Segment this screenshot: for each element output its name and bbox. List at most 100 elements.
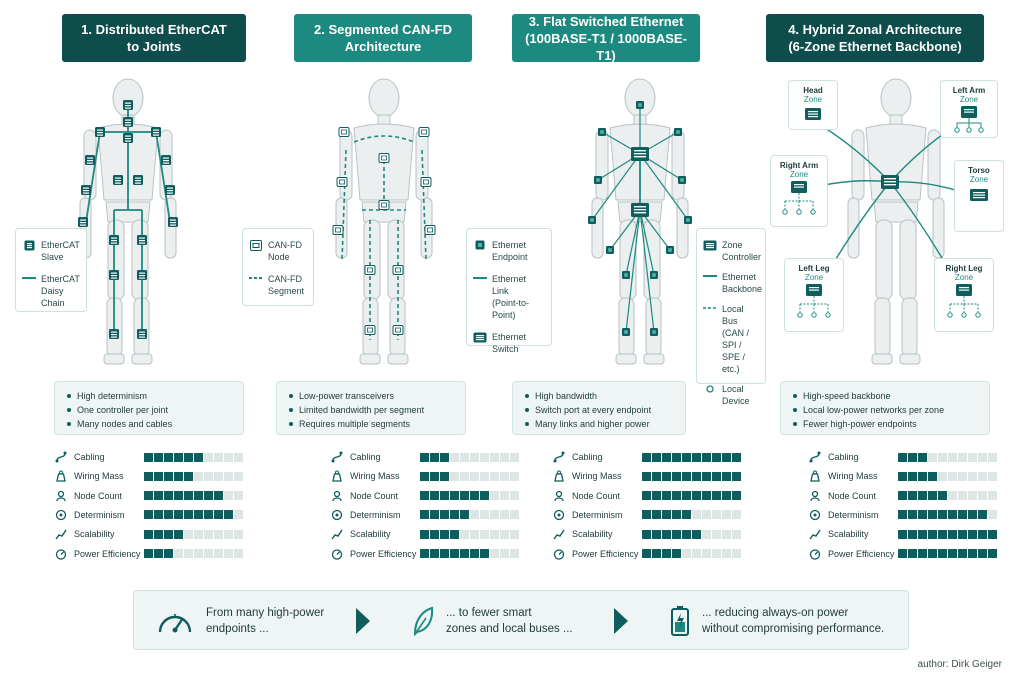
list-item: Fewer high-power endpoints xyxy=(791,417,979,431)
metric-bar-segment xyxy=(682,549,691,558)
metric-bar-segment xyxy=(928,452,937,462)
metric-bar-segment xyxy=(234,452,243,462)
metric-bar-segment xyxy=(440,452,449,462)
metric-bar-segment xyxy=(460,452,469,462)
metric-bar-segment xyxy=(938,529,947,539)
metric-bar-segment xyxy=(672,549,681,558)
metric-label: Node Count xyxy=(74,490,123,501)
metric-bar-segment xyxy=(712,471,721,481)
determinism-icon xyxy=(54,508,68,522)
metric-bar-segment xyxy=(214,452,223,462)
metric-bar-segment xyxy=(898,510,907,520)
metric-bar xyxy=(144,452,243,462)
metric-bar xyxy=(642,471,741,481)
column-zonal: 4. Hybrid Zonal Architecture (6-Zone Eth… xyxy=(696,0,1024,590)
metric-bar-segment xyxy=(692,510,701,520)
metric-bar-segment xyxy=(928,510,937,520)
metric-bar-segment xyxy=(968,510,977,520)
metric-row: Scalability xyxy=(330,527,519,541)
metric-bar-segment xyxy=(224,510,233,520)
cable-icon xyxy=(808,450,822,464)
metric-bar-segment xyxy=(662,491,671,501)
metric-bar-segment xyxy=(450,471,459,481)
metric-bar-segment xyxy=(204,452,213,462)
metric-bar-segment xyxy=(440,510,449,520)
metric-bar-segment xyxy=(144,510,153,520)
metric-bar-segment xyxy=(184,452,193,462)
battery-icon xyxy=(671,606,689,636)
metric-bar-segment xyxy=(154,549,163,558)
metric-label: Power Efficiency xyxy=(74,548,141,559)
metric-bar-segment xyxy=(692,549,701,558)
metric-bar-segment xyxy=(450,452,459,462)
metric-bar-segment xyxy=(224,491,233,501)
metric-bar-segment xyxy=(204,510,213,520)
metric-bar-segment xyxy=(214,529,223,539)
metric-bar-segment xyxy=(722,549,731,558)
metric-bar-segment xyxy=(204,549,213,558)
leaf-icon xyxy=(413,606,434,636)
metric-bar-segment xyxy=(682,529,691,539)
metric-bar-segment xyxy=(164,529,173,539)
metric-bar-segment xyxy=(194,510,203,520)
weight-icon xyxy=(808,469,822,483)
metric-bar-segment xyxy=(928,529,937,539)
metric-label: Cabling xyxy=(350,452,381,462)
metric-bar-segment xyxy=(682,471,691,481)
power-icon xyxy=(330,547,344,561)
metric-bar-segment xyxy=(988,452,997,462)
metric-bar-segment xyxy=(420,491,429,501)
metric-bar-segment xyxy=(682,510,691,520)
metric-bar-segment xyxy=(490,549,499,558)
metric-bar-segment xyxy=(450,529,459,539)
robot-figure-zonal xyxy=(797,78,979,365)
metric-bar-segment xyxy=(500,471,509,481)
weight-icon xyxy=(54,469,68,483)
metric-bar xyxy=(420,471,519,481)
legend: Zone Controller Ethernet Backbone Local … xyxy=(696,228,766,406)
metric-bar-segment xyxy=(500,510,509,520)
metric-bar-segment xyxy=(722,471,731,481)
metric-label: Scalability xyxy=(828,529,869,540)
metric-bar-segment xyxy=(918,491,927,501)
metric-bar-segment xyxy=(692,529,701,539)
legend: Ethernet Endpoint Ethernet Link (Point-t… xyxy=(466,228,552,354)
arrow-right-icon xyxy=(356,608,370,634)
metric-bar-segment xyxy=(938,491,947,501)
zone-controller-icon xyxy=(703,239,717,251)
metric-bar-segment xyxy=(712,549,721,558)
metric-bar-segment xyxy=(672,452,681,462)
metric-bar-segment xyxy=(908,529,917,539)
metric-bar-segment xyxy=(144,491,153,501)
cable-icon xyxy=(552,450,566,464)
feature-list: High determinism One controller per join… xyxy=(54,381,244,435)
metric-bar-segment xyxy=(908,491,917,501)
metric-bar xyxy=(144,549,243,558)
metric-bar-segment xyxy=(234,471,243,481)
metric-bar-segment xyxy=(978,529,987,539)
robot-figure-ethercat xyxy=(78,78,178,365)
metric-bar-segment xyxy=(968,529,977,539)
metric-bar-segment xyxy=(440,491,449,501)
metric-bar-segment xyxy=(174,549,183,558)
column-ethercat: 1. Distributed EtherCAT to Joints EtherC… xyxy=(0,0,256,590)
metric-bar-segment xyxy=(978,452,987,462)
metric-bar-segment xyxy=(968,549,977,558)
metric-bar-segment xyxy=(500,452,509,462)
list-item: Local low-power networks per zone xyxy=(791,403,979,417)
node-icon xyxy=(54,489,68,503)
banner-step-1: From many high-power endpoints ... xyxy=(156,591,324,651)
column-title: 3. Flat Switched Ethernet (100BASE-T1 / … xyxy=(512,14,700,63)
metric-bar-segment xyxy=(154,491,163,501)
metric-bar-segment xyxy=(430,529,439,539)
metric-bar-segment xyxy=(420,452,429,462)
metric-bar-segment xyxy=(510,510,519,520)
power-icon xyxy=(808,547,822,561)
determinism-icon xyxy=(330,508,344,522)
metric-bar-segment xyxy=(234,510,243,520)
metric-bar-segment xyxy=(430,491,439,501)
feature-list: High bandwidth Switch port at every endp… xyxy=(512,381,686,435)
metric-row: Node Count xyxy=(330,489,519,503)
